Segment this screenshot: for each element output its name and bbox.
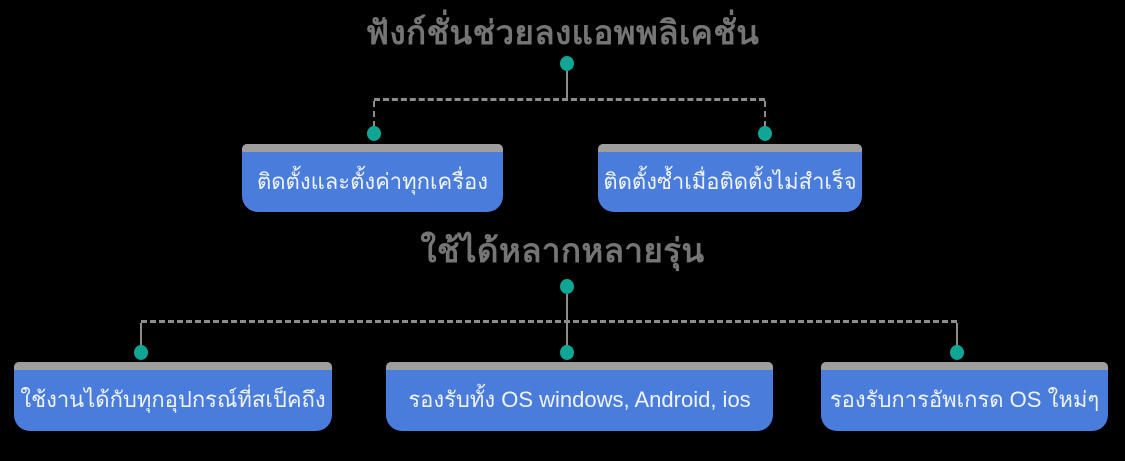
- section-1-root-stem-line: [566, 71, 568, 99]
- section-2-title: ใช้ได้หลากหลายรุ่น: [420, 232, 705, 269]
- box-top-strip: [14, 362, 332, 370]
- section-1-horizontal-dashed-line: [374, 98, 765, 101]
- section-2-child-2-dot: [560, 345, 574, 360]
- feature-box-install-configure: ติดตั้งและตั้งค่าทุกเครื่อง: [242, 144, 503, 212]
- feature-box-label: ใช้งานได้กับทุกอุปกรณ์ที่สเป็คถึง: [20, 387, 326, 413]
- section-1-child-1-dot: [367, 126, 381, 141]
- section-2-center-drop-line: [566, 323, 568, 346]
- section-1-child-2-dot: [758, 126, 772, 141]
- section-2-root-dot: [560, 279, 574, 294]
- feature-box-label: ติดตั้งซ้ำเมื่อติดตั้งไม่สำเร็จ: [603, 168, 857, 194]
- section-2-child-3-dot: [950, 345, 964, 360]
- section-1-root-dot: [560, 56, 574, 71]
- box-top-strip: [821, 362, 1108, 370]
- box-top-strip: [242, 144, 503, 152]
- feature-box-label: รองรับทั้ง OS windows, Android, ios: [408, 387, 751, 413]
- box-top-strip: [386, 362, 773, 370]
- section-2-horizontal-dashed-line: [141, 320, 957, 323]
- section-2-right-drop-line: [956, 323, 958, 346]
- feature-box-works-with-all-devices: ใช้งานได้กับทุกอุปกรณ์ที่สเป็คถึง: [14, 362, 332, 431]
- feature-box-supports-os-windows-android-ios: รองรับทั้ง OS windows, Android, ios: [386, 362, 773, 431]
- section-1-left-dashed-drop-line: [373, 101, 375, 127]
- feature-box-label: รองรับการอัพเกรด OS ใหม่ๆ: [829, 387, 1100, 413]
- feature-box-reinstall-on-failure: ติดตั้งซ้ำเมื่อติดตั้งไม่สำเร็จ: [598, 144, 862, 212]
- box-top-strip: [598, 144, 862, 152]
- section-2-child-1-dot: [134, 345, 148, 360]
- feature-box-label: ติดตั้งและตั้งค่าทุกเครื่อง: [256, 168, 488, 194]
- section-1-right-dashed-drop-line: [764, 101, 766, 127]
- section-1-title: ฟังก์ชั่นช่วยลงแอพพลิเคชั่น: [365, 14, 760, 51]
- section-2-root-stem-line: [566, 294, 568, 321]
- section-2-left-drop-line: [140, 323, 142, 346]
- feature-box-supports-new-os-upgrades: รองรับการอัพเกรด OS ใหม่ๆ: [821, 362, 1108, 431]
